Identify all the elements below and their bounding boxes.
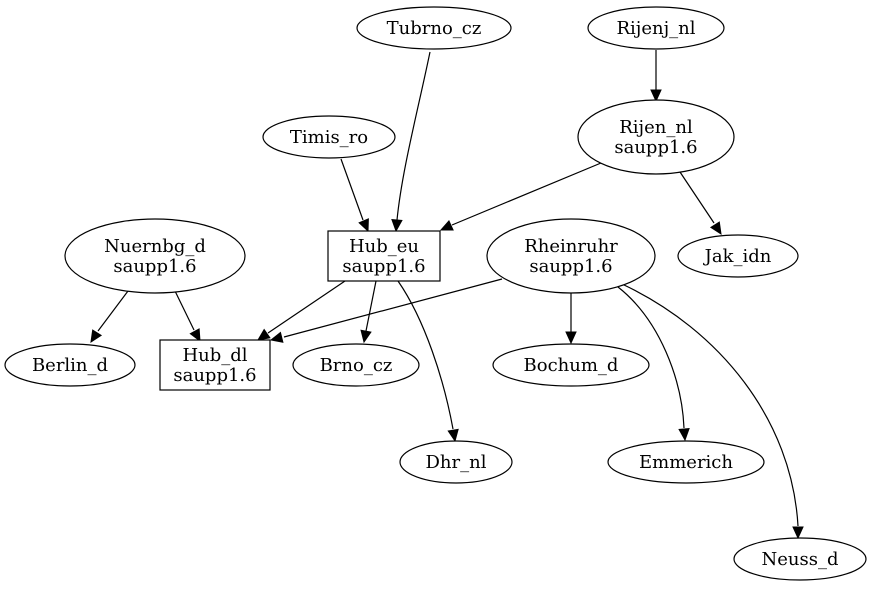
- arrowhead: [792, 526, 804, 540]
- node-berlin-d: Berlin_d: [4, 343, 136, 387]
- arrowhead: [358, 218, 369, 233]
- arrowhead: [189, 328, 201, 343]
- node-label: Hub_dl: [182, 345, 247, 366]
- edge-line: [340, 158, 364, 221]
- arrowhead: [709, 221, 722, 236]
- node-ellipse: [356, 6, 512, 50]
- edge-rijenj_nl-to-rijen_nl: [650, 50, 662, 103]
- edge-rheinruhr-to-neuss_d: [621, 283, 804, 540]
- node-ellipse: [587, 6, 725, 50]
- arrowhead: [565, 331, 577, 345]
- edge-line: [621, 283, 799, 527]
- edge-tubrno_cz-to-hub_eu: [391, 51, 431, 233]
- node-ellipse: [4, 343, 136, 387]
- node-dhr-nl: Dhr_nl: [399, 440, 513, 484]
- node-label: Timis_ro: [290, 127, 368, 148]
- node-label: Nuernbg_d: [104, 236, 206, 257]
- node-ellipse: [292, 343, 420, 387]
- node-ellipse: [677, 234, 799, 278]
- node-label: Neuss_d: [762, 549, 839, 570]
- node-label: Rijen_nl: [619, 117, 693, 138]
- node-label: saupp1.6: [614, 137, 697, 158]
- edge-line: [396, 51, 431, 221]
- arrowhead: [439, 219, 454, 231]
- arrowhead: [391, 219, 403, 233]
- node-bochum-d: Bochum_d: [492, 343, 650, 387]
- arrowhead: [269, 331, 284, 343]
- node-ellipse: [64, 218, 246, 294]
- node-ellipse: [262, 115, 396, 159]
- node-label: saupp1.6: [173, 365, 256, 386]
- node-ellipse: [399, 440, 513, 484]
- node-box: [159, 339, 271, 391]
- node-timis-ro: Timis_ro: [262, 115, 396, 159]
- node-neuss-d: Neuss_d: [733, 537, 867, 581]
- edge-line: [679, 171, 715, 224]
- arrowhead: [678, 428, 690, 442]
- node-label: Emmerich: [639, 452, 733, 473]
- node-label: Brno_cz: [320, 355, 393, 376]
- node-label: Rijenj_nl: [616, 18, 695, 39]
- node-ellipse: [733, 537, 867, 581]
- edge-timis_ro-to-hub_eu: [340, 158, 369, 233]
- node-label: Berlin_d: [32, 355, 108, 376]
- node-box: [327, 230, 441, 282]
- node-label: saupp1.6: [529, 256, 612, 277]
- node-brno-cz: Brno_cz: [292, 343, 420, 387]
- edge-nuernbg_d-to-hub_dl: [174, 290, 201, 343]
- node-ellipse: [492, 343, 650, 387]
- node-label: Dhr_nl: [426, 452, 487, 473]
- edge-nuernbg_d-to-berlin_d: [90, 290, 129, 344]
- edge-line: [174, 290, 195, 331]
- node-label: Rheinruhr: [524, 236, 618, 257]
- edge-line: [397, 280, 454, 430]
- edge-rheinruhr-to-emmerich: [617, 286, 690, 442]
- edge-rheinruhr-to-bochum_d: [565, 293, 577, 345]
- node-rijenj-nl: Rijenj_nl: [587, 6, 725, 50]
- node-ellipse: [607, 440, 765, 484]
- edge-line: [97, 290, 129, 332]
- edges-layer: [90, 50, 804, 540]
- arrowhead: [447, 428, 459, 443]
- node-tubrno-cz: Tubrno_cz: [356, 6, 512, 50]
- edge-rijen_nl-to-hub_eu: [439, 162, 602, 231]
- edge-rijen_nl-to-jak_idn: [679, 171, 722, 236]
- node-jak-idn: Jak_idn: [677, 234, 799, 278]
- edge-rheinruhr-to-hub_dl: [269, 278, 503, 343]
- edge-hub_eu-to-hub_dl: [257, 280, 346, 341]
- node-label: saupp1.6: [342, 256, 425, 277]
- node-label: Bochum_d: [524, 355, 619, 376]
- edge-line: [267, 280, 346, 334]
- edge-line: [451, 162, 602, 226]
- edge-hub_eu-to-brno_cz: [360, 280, 377, 344]
- edge-line: [617, 286, 685, 429]
- node-ellipse: [486, 218, 656, 294]
- node-ellipse: [577, 99, 735, 175]
- arrowhead: [360, 329, 372, 344]
- edge-line: [283, 278, 503, 338]
- edge-hub_eu-to-dhr_nl: [397, 280, 459, 443]
- arrowhead: [90, 329, 103, 344]
- arrowhead: [650, 89, 662, 103]
- arrowhead: [257, 328, 271, 341]
- node-label: Jak_idn: [703, 246, 772, 267]
- edge-line: [365, 280, 377, 332]
- node-label: Tubrno_cz: [387, 18, 482, 39]
- node-emmerich: Emmerich: [607, 440, 765, 484]
- node-label: saupp1.6: [113, 256, 196, 277]
- node-label: Hub_eu: [349, 236, 419, 257]
